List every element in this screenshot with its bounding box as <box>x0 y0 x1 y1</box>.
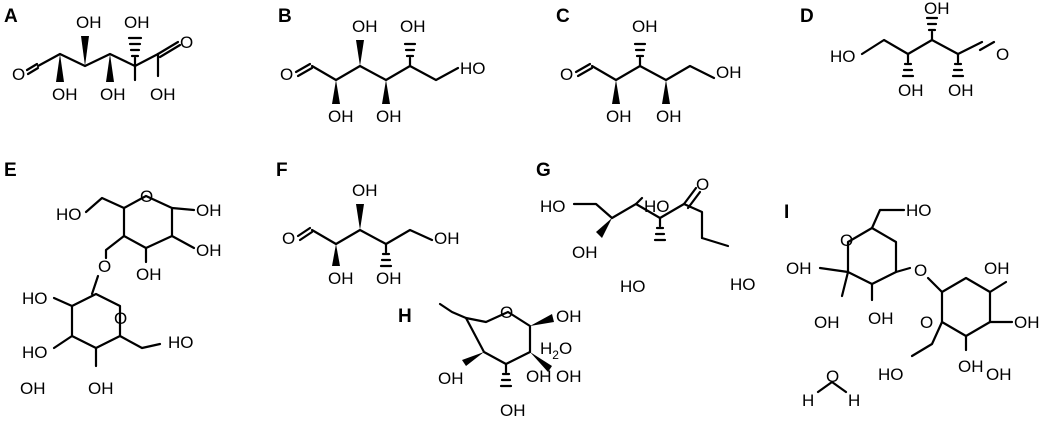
atom: OH <box>88 379 114 398</box>
atom: OH <box>958 357 984 376</box>
atom: HO <box>56 205 82 224</box>
atom: OH <box>400 17 426 36</box>
atom: OH <box>136 265 162 284</box>
panel-label-g: G <box>536 160 551 181</box>
panel-d: D HO OH OH OH O <box>800 0 1009 100</box>
panel-g: G HO HO O OH HO HO <box>536 160 756 296</box>
atom: O <box>996 45 1009 64</box>
atom: OH <box>150 85 176 104</box>
atom: OH <box>376 107 402 126</box>
atom: O <box>560 65 573 84</box>
atom: OH <box>572 243 598 262</box>
hydrate-formula: H2O <box>540 339 572 362</box>
atom: OH <box>328 269 354 288</box>
atom: OH <box>556 367 582 386</box>
atom: HO <box>830 47 856 66</box>
panel-b: B O OH OH OH OH HO <box>278 6 486 126</box>
atom: O <box>920 313 933 332</box>
atom: HO <box>168 333 194 352</box>
panel-h: H O OH OH OH OH OH H2O <box>398 302 582 420</box>
atom: OH <box>376 269 402 288</box>
atom: OH <box>868 309 894 328</box>
atom: HO <box>22 289 48 308</box>
atom: O <box>914 261 927 280</box>
atom: HO <box>460 59 486 78</box>
atom: OH <box>656 107 682 126</box>
atom: OH <box>196 201 222 220</box>
panel-label-f: F <box>276 160 288 181</box>
atom: O <box>696 175 709 194</box>
atom: OH <box>100 85 126 104</box>
atom: HO <box>620 277 646 296</box>
atom: OH <box>20 379 46 398</box>
atom: OH <box>196 241 222 260</box>
atom: OH <box>52 85 78 104</box>
panel-e: E HO O OH O OH OH HO O HO OH HO OH <box>4 160 222 398</box>
water-h: H <box>848 391 860 410</box>
water-h: H <box>802 391 814 410</box>
atom: OH <box>76 13 102 32</box>
atom: HO <box>22 343 48 362</box>
atom: OH <box>526 367 552 386</box>
panel-f: F O OH OH OH OH <box>276 160 460 288</box>
atom: OH <box>716 63 742 82</box>
atom: OH <box>814 313 840 332</box>
atom: O <box>500 303 513 322</box>
atom: OH <box>606 107 632 126</box>
panel-label-b: B <box>278 6 292 27</box>
atom: HO <box>878 365 904 384</box>
atom: OH <box>898 81 924 100</box>
panel-label-e: E <box>4 160 17 181</box>
atom: O <box>140 187 153 206</box>
atom: O <box>280 65 293 84</box>
atom: OH <box>352 181 378 200</box>
panel-label-d: D <box>800 6 814 27</box>
atom: OH <box>984 259 1010 278</box>
atom: OH <box>124 13 150 32</box>
atom: HO <box>906 201 932 220</box>
atom: HO <box>644 197 670 216</box>
atom: HO <box>540 197 566 216</box>
atom: HO <box>730 275 756 294</box>
panel-label-c: C <box>556 6 570 27</box>
atom: OH <box>924 0 950 18</box>
panel-c: C O OH OH OH OH <box>556 6 742 126</box>
water-o: O <box>826 367 839 386</box>
atom: O <box>282 229 295 248</box>
panel-label-a: A <box>4 6 18 27</box>
atom: OH <box>948 81 974 100</box>
atom: O <box>98 257 111 276</box>
atom: OH <box>352 17 378 36</box>
panel-label-i: I <box>784 202 789 223</box>
atom: OH <box>786 259 812 278</box>
atom: OH <box>434 229 460 248</box>
panel-a: A O OH OH OH OH O OH <box>4 6 193 104</box>
panel-label-h: H <box>398 306 412 327</box>
atom: O <box>114 309 127 328</box>
atom: OH <box>1014 313 1040 332</box>
atom: O <box>840 231 853 250</box>
panel-i: I HO O OH O OH OH OH OH O OH HO OH H O H <box>784 201 1040 410</box>
atom: OH <box>632 17 658 36</box>
atom: OH <box>438 369 464 388</box>
atom: OH <box>986 365 1012 384</box>
atom: OH <box>556 307 582 326</box>
atom: O <box>12 65 25 84</box>
atom: O <box>180 33 193 52</box>
atom: OH <box>328 107 354 126</box>
atom: OH <box>500 401 526 420</box>
